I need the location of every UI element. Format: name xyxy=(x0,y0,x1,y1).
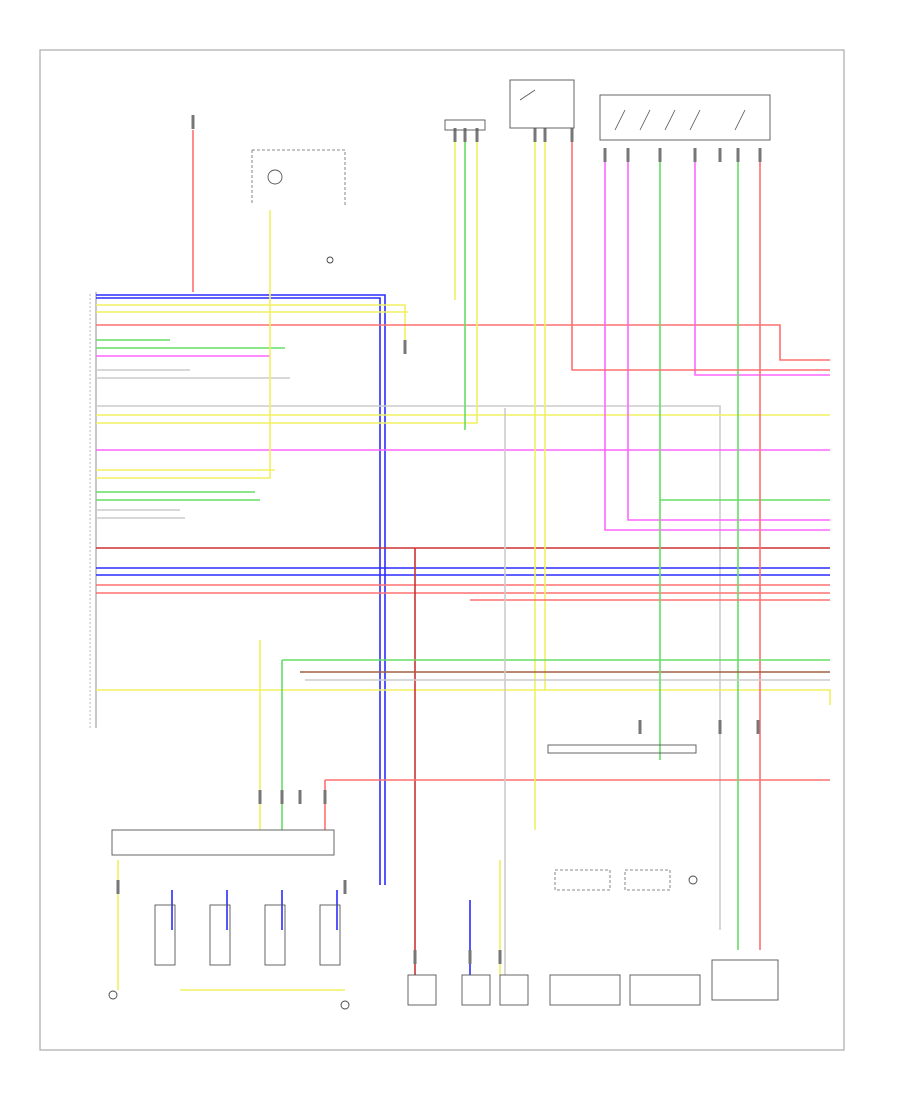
connector-pin xyxy=(603,148,607,162)
wire-red xyxy=(571,140,830,371)
wire-harness xyxy=(96,115,831,991)
connector-pin xyxy=(191,115,195,129)
connector-pin xyxy=(343,880,347,894)
connector-pin xyxy=(403,340,407,354)
wire-yellow xyxy=(96,304,406,345)
connector-pin xyxy=(463,128,467,142)
diagram-frame xyxy=(39,49,845,1051)
connector-pin xyxy=(570,128,574,142)
wire-yellow xyxy=(96,210,271,479)
ecm-connector xyxy=(89,292,97,728)
connector-pin xyxy=(736,148,740,162)
wire-pink xyxy=(627,150,830,521)
wire-gray xyxy=(96,405,721,930)
connector-pin xyxy=(718,148,722,162)
wire-blue xyxy=(96,297,381,885)
connector-pin xyxy=(693,148,697,162)
connector-pin xyxy=(543,128,547,142)
ignition-switch xyxy=(444,119,486,131)
connector-pin xyxy=(323,790,327,804)
connector-pin xyxy=(718,720,722,734)
oxygen-sensor-2 xyxy=(461,974,529,1006)
wire-yellow xyxy=(96,689,831,705)
connector-pin xyxy=(116,880,120,894)
wire-pink xyxy=(604,150,830,531)
connector-pin xyxy=(280,790,284,804)
mass-air-flow-sensor xyxy=(711,959,779,1001)
wire-yellow xyxy=(96,140,478,424)
connector-pin xyxy=(298,790,302,804)
connector-pin xyxy=(468,950,472,964)
connector-pin xyxy=(638,720,642,734)
oxygen-sensor-1 xyxy=(407,974,437,1006)
connector-pin xyxy=(475,128,479,142)
ignition-coils-spark-plugs xyxy=(111,829,341,966)
connector-pin xyxy=(533,128,537,142)
instrument-cluster xyxy=(251,149,346,205)
connector-pin xyxy=(258,790,262,804)
connector-pin xyxy=(658,148,662,162)
connector-pin xyxy=(413,950,417,964)
connector-pin xyxy=(756,720,760,734)
knock-sensor-1 xyxy=(547,744,697,1006)
connector-pin xyxy=(758,148,762,162)
wire-blue xyxy=(96,294,386,885)
connector-pin xyxy=(498,950,502,964)
ground-icons xyxy=(108,256,698,1010)
fuse-box-relay-panel xyxy=(599,94,771,141)
connector-pin xyxy=(453,128,457,142)
knock-sensor-2 xyxy=(624,869,701,1006)
connector-pin xyxy=(626,148,630,162)
wire-pink xyxy=(694,150,830,376)
wire-red xyxy=(96,324,830,361)
starter-relay xyxy=(509,79,575,129)
